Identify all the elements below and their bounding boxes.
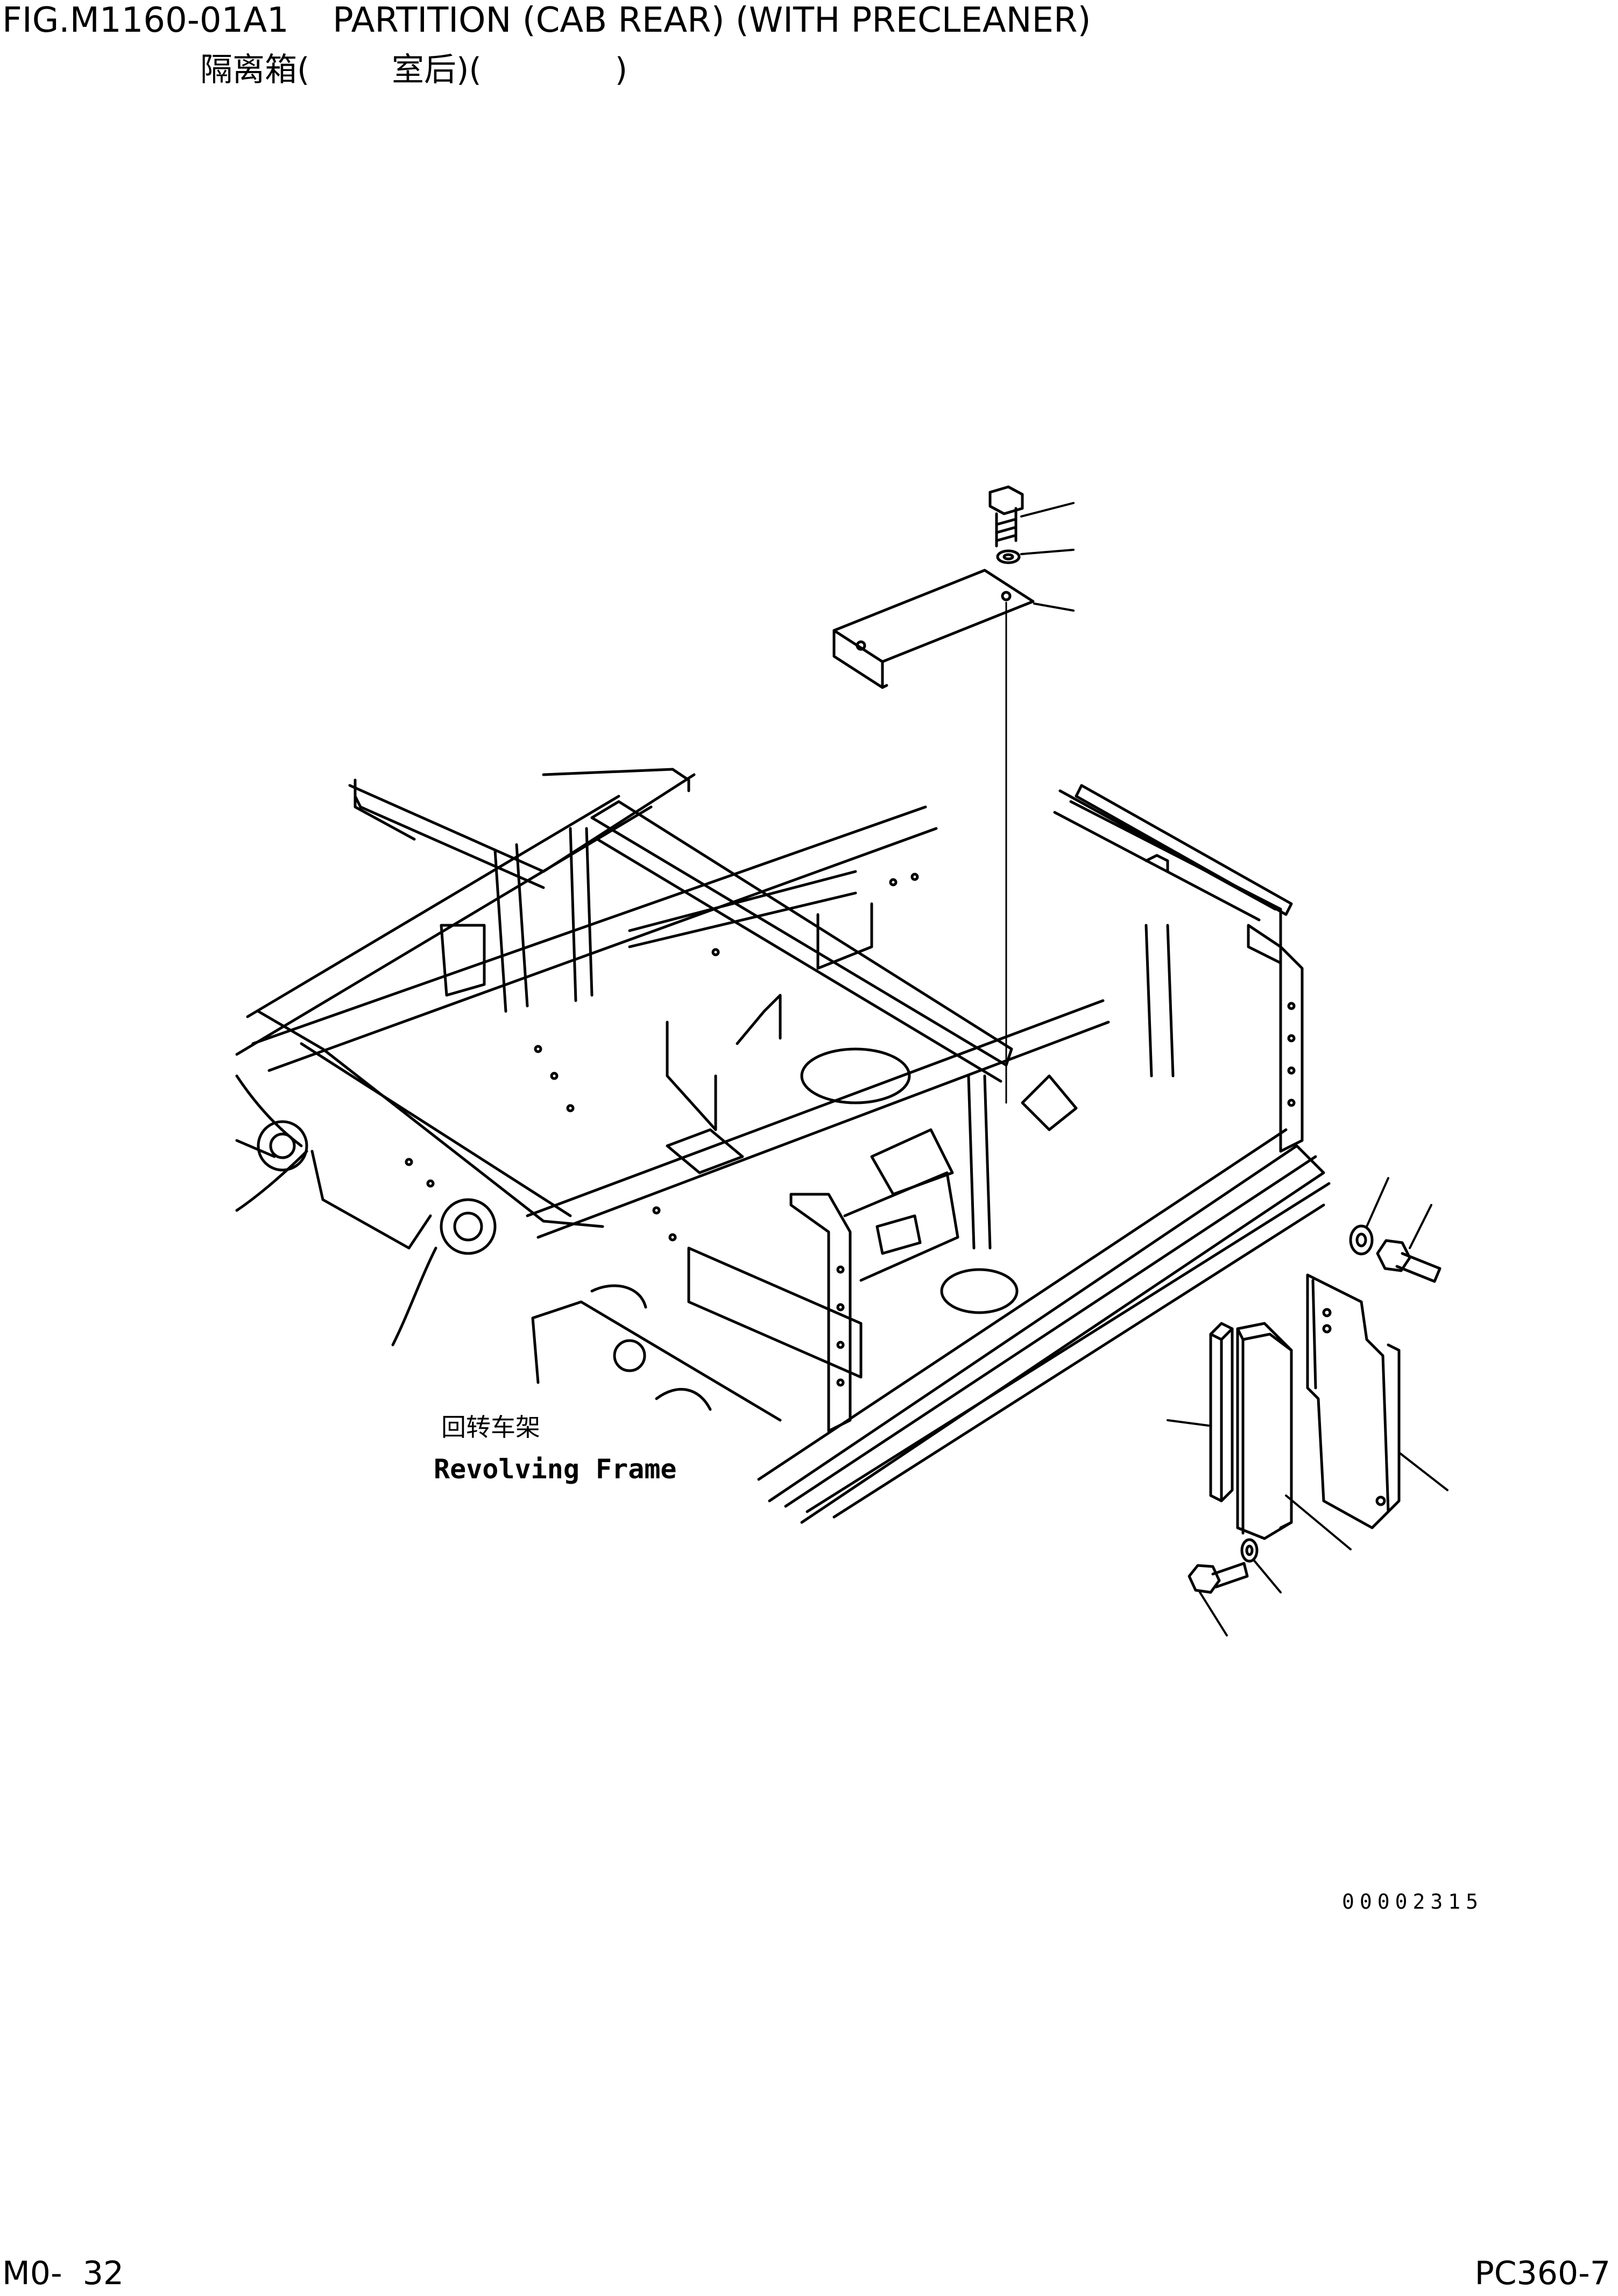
seal-strip-narrow <box>1209 1322 1234 1503</box>
revolving-frame-label-english: Revolving Frame <box>434 1454 677 1485</box>
illustration-number: 00002315 <box>1342 1890 1484 1914</box>
partition-parts <box>1167 1177 1449 1636</box>
top-bracket-assembly <box>832 485 1075 1104</box>
upper-bolt <box>1376 1239 1442 1283</box>
model-number: PC360-7 <box>1474 2255 1610 2292</box>
revolving-frame <box>235 768 1331 1524</box>
page-number: M0- 32 <box>2 2255 124 2292</box>
figure-title: FIG.M1160-01A1 PARTITION (CAB REAR) (WIT… <box>2 1 1091 40</box>
bolt <box>988 485 1024 548</box>
chinese-title: 隔离箱( 室后)( ) <box>200 51 628 89</box>
lower-washer <box>1240 1538 1259 1563</box>
lower-bolt <box>1188 1562 1249 1594</box>
washer <box>996 549 1021 564</box>
leader-lines <box>1020 502 1075 612</box>
bracket-plate <box>832 569 1035 689</box>
partition-panel <box>1306 1273 1401 1529</box>
seal-strip-wide <box>1236 1322 1293 1540</box>
partition-leader-lines <box>1167 1177 1449 1636</box>
revolving-frame-label-chinese: 回转车架 <box>441 1413 540 1442</box>
upper-washer <box>1349 1224 1374 1256</box>
